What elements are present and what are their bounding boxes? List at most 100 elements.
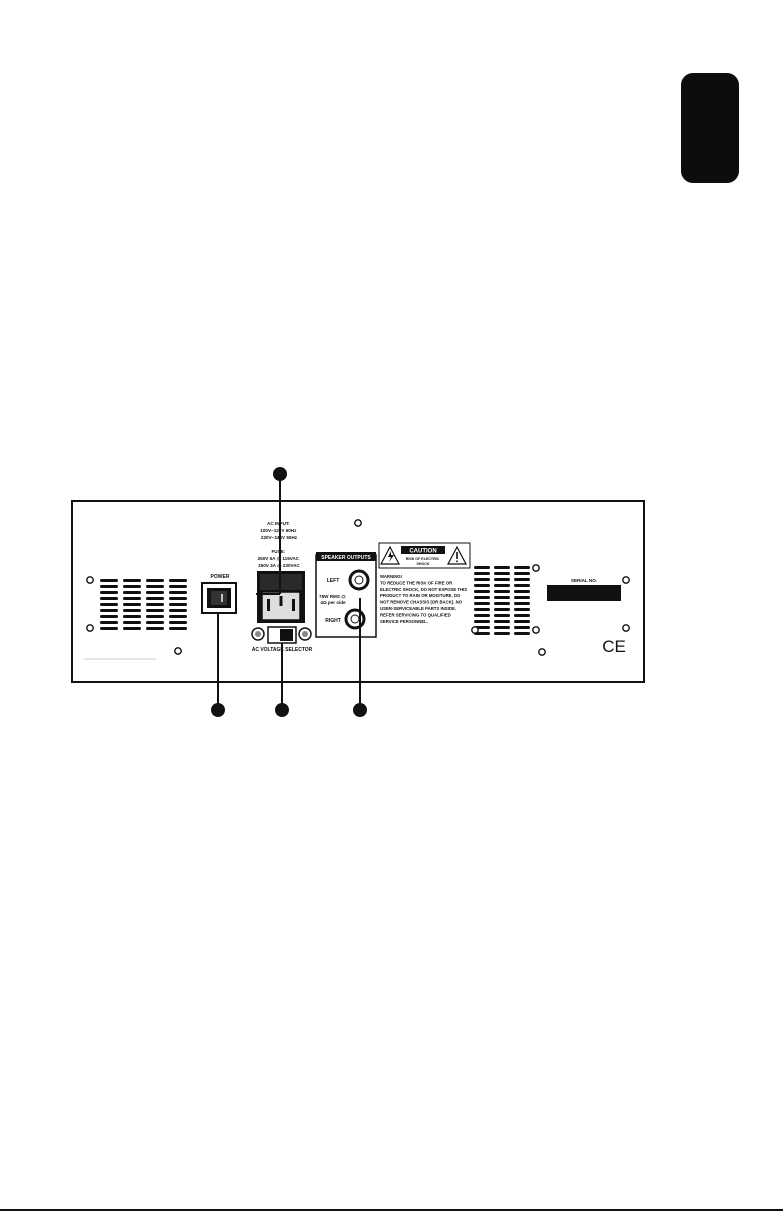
vent-slot (474, 566, 490, 569)
screw (471, 626, 479, 634)
lightning-bolt-icon (388, 551, 394, 562)
warning-line: PRODUCT TO RAIN OR MOISTURE. DO (380, 593, 461, 598)
vent-slot (146, 585, 164, 588)
ac-input-line: 100V~120V 60Hz (260, 528, 297, 533)
caution-title-bar (401, 546, 445, 554)
warning-line: WARNING! (380, 574, 403, 579)
vent-slot (514, 566, 530, 569)
screw (538, 648, 546, 656)
bottom-rule (0, 1209, 783, 1211)
language-tab (681, 73, 739, 183)
vent-slot (146, 615, 164, 618)
screw (532, 626, 540, 634)
vent-slot (474, 632, 490, 635)
vent-slot (123, 615, 141, 618)
warning-line: NOT REMOVE CHASSIS (OR BACK). NO (380, 600, 463, 605)
vent-slot (514, 596, 530, 599)
vent-slot (474, 608, 490, 611)
vent-slot (514, 632, 530, 635)
power-rocker-face (211, 591, 227, 605)
fuse-line: FUSE: (271, 549, 285, 554)
vent-slot (146, 621, 164, 624)
vent-slot (514, 608, 530, 611)
callout-marker-ac-input (273, 467, 287, 481)
rating-line: 4Ω per side (320, 600, 346, 605)
vent-slot (169, 621, 187, 624)
vent-slot (494, 614, 510, 617)
vent-slot (100, 621, 118, 624)
right-speaker-jack-inner (350, 614, 360, 624)
ce-mark: CE (602, 637, 626, 656)
vent-slot (474, 620, 490, 623)
serial-number-label: SERIAL NO. (571, 578, 597, 583)
vent-slot (514, 578, 530, 581)
vent-slot (123, 579, 141, 582)
screw (174, 647, 182, 655)
vent-slot (474, 584, 490, 587)
vent-slot (169, 597, 187, 600)
warning-line: REFER SERVICING TO QUALIFIED (380, 612, 451, 617)
left-speaker-jack-inner (354, 575, 364, 585)
left-output-label: LEFT (327, 578, 340, 584)
iec-pin (292, 599, 295, 611)
warning-line: TO REDUCE THE RISK OF FIRE OR (380, 580, 453, 585)
vent-slot (514, 584, 530, 587)
ac-voltage-selector-slider (280, 629, 293, 641)
vent-slot (514, 614, 530, 617)
vent-slot (474, 578, 490, 581)
vent-slot (169, 585, 187, 588)
vent-slot (100, 579, 118, 582)
selector-screw-right-inner (302, 631, 308, 637)
vent-slot (494, 572, 510, 575)
vent-slot (514, 626, 530, 629)
vent-slot (514, 572, 530, 575)
vent-slot (474, 596, 490, 599)
vent-slot (169, 603, 187, 606)
vent-slot (100, 627, 118, 630)
vent-slot (146, 627, 164, 630)
speaker-outputs-label: SPEAKER OUTPUTS (321, 555, 371, 561)
vent-slot (494, 578, 510, 581)
vent-slot (146, 597, 164, 600)
vent-slot (123, 591, 141, 594)
vent-slot (494, 584, 510, 587)
warning-line: SERVICE PERSONNEL. (380, 619, 428, 624)
vent-slot (123, 621, 141, 624)
caution-sub-line: SHOCK (417, 562, 430, 566)
vent-slot (169, 579, 187, 582)
vent-slot (100, 597, 118, 600)
vent-slot (100, 585, 118, 588)
vent-slot (169, 615, 187, 618)
screws (86, 519, 630, 656)
vent-slot (146, 603, 164, 606)
vent-slot (474, 614, 490, 617)
callout-marker-speaker-outputs (353, 703, 367, 717)
iec-pin (279, 596, 283, 606)
warning-line: ELECTRIC SHOCK, DO NOT EXPOSE THIS (380, 587, 467, 592)
iec-pin (267, 599, 270, 611)
vent-slot (494, 632, 510, 635)
screw (354, 519, 362, 527)
vent-slot (169, 591, 187, 594)
right-output-label: RIGHT (325, 618, 341, 624)
vent-slot (474, 602, 490, 605)
vent-slot (146, 579, 164, 582)
vent-slot (494, 602, 510, 605)
rating-text: 75W RMS @ 4Ω per side (319, 594, 347, 605)
vent-slot (514, 602, 530, 605)
serial-number-plate (547, 585, 621, 601)
vent-slot (123, 603, 141, 606)
vent-slot (123, 609, 141, 612)
vent-slot (169, 609, 187, 612)
exclamation-dot (456, 560, 458, 563)
vent-slot (100, 609, 118, 612)
warning-text: WARNING!TO REDUCE THE RISK OF FIRE OR ELE… (380, 574, 467, 624)
ac-input-line: AC INPUT: (267, 521, 290, 526)
vent-slot (100, 603, 118, 606)
vent-slot (146, 591, 164, 594)
screw (532, 564, 540, 572)
rating-line: 75W RMS @ (319, 594, 346, 599)
callout-marker-voltage-selector (275, 703, 289, 717)
left-vent-grille (100, 579, 187, 630)
vent-slot (514, 620, 530, 623)
